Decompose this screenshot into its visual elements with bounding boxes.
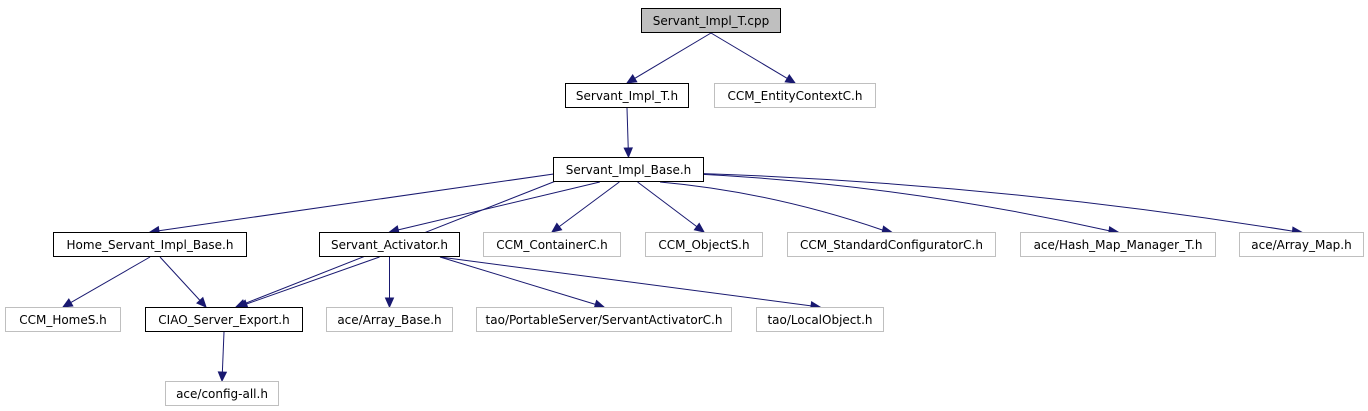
node-servant-impl-t-h[interactable]: Servant_Impl_T.h bbox=[565, 83, 689, 108]
node-ccm-entitycontextc-h[interactable]: CCM_EntityContextC.h bbox=[714, 83, 876, 108]
edge-n3-n6 bbox=[558, 181, 620, 228]
edge-n3-n9 bbox=[687, 173, 1110, 232]
edge-n3-n8 bbox=[660, 181, 883, 231]
edge-n1-n3 bbox=[626, 107, 629, 149]
node-tao-portableserver-servantactivatorc-h[interactable]: tao/PortableServer/ServantActivatorC.h bbox=[476, 307, 732, 332]
edge-n4-n11 bbox=[70, 256, 151, 303]
node-ccm-containerc-h[interactable]: CCM_ContainerC.h bbox=[483, 232, 621, 257]
edge-n5-n14 bbox=[439, 256, 596, 305]
edge-arrowhead-n0-n1 bbox=[625, 74, 638, 84]
edge-n0-n2 bbox=[710, 32, 788, 79]
edge-n3-n10 bbox=[699, 173, 1293, 232]
edge-arrowhead-n12-n16 bbox=[217, 371, 228, 383]
node-ace-array-base-h[interactable]: ace/Array_Base.h bbox=[326, 307, 453, 332]
edge-n4-n12 bbox=[159, 256, 201, 301]
node-ccm-homes-h[interactable]: CCM_HomeS.h bbox=[5, 307, 121, 332]
edge-arrowhead-n3-n6 bbox=[551, 222, 563, 233]
edge-arrowhead-n0-n2 bbox=[784, 74, 797, 84]
edge-n5-n15 bbox=[439, 256, 812, 307]
edge-n3-n5 bbox=[398, 181, 600, 231]
node-ccm-objects-h[interactable]: CCM_ObjectS.h bbox=[645, 232, 763, 257]
node-servant-impl-t-cpp[interactable]: Servant_Impl_T.cpp bbox=[641, 8, 781, 33]
edge-n5-n12 bbox=[246, 256, 380, 305]
node-servant-activator-h[interactable]: Servant_Activator.h bbox=[319, 232, 460, 257]
node-home-servant-impl-base-h[interactable]: Home_Servant_Impl_Base.h bbox=[53, 232, 247, 257]
edge-n12-n16 bbox=[221, 331, 225, 373]
node-ace-config-all-h[interactable]: ace/config-all.h bbox=[165, 381, 279, 406]
edge-arrowhead-n4-n12 bbox=[196, 296, 207, 308]
node-ace-array-map-h[interactable]: ace/Array_Map.h bbox=[1239, 232, 1364, 257]
node-tao-localobject-h[interactable]: tao/LocalObject.h bbox=[756, 307, 884, 332]
node-servant-impl-base-h[interactable]: Servant_Impl_Base.h bbox=[553, 157, 704, 182]
edge-n3-n4 bbox=[158, 171, 572, 232]
edge-arrowhead-n5-n13 bbox=[384, 297, 395, 309]
edge-n0-n1 bbox=[634, 32, 712, 79]
edge-arrowhead-n4-n11 bbox=[61, 298, 74, 308]
edge-arrowhead-n3-n7 bbox=[693, 222, 705, 233]
edge-n3-n7 bbox=[637, 181, 698, 227]
node-ciao-server-export-h[interactable]: CIAO_Server_Export.h bbox=[145, 307, 303, 332]
node-ccm-standardconfiguratorc-h[interactable]: CCM_StandardConfiguratorC.h bbox=[787, 232, 996, 257]
node-ace-hash-map-manager-t-h[interactable]: ace/Hash_Map_Manager_T.h bbox=[1020, 232, 1216, 257]
edge-arrowhead-n1-n3 bbox=[623, 147, 633, 159]
